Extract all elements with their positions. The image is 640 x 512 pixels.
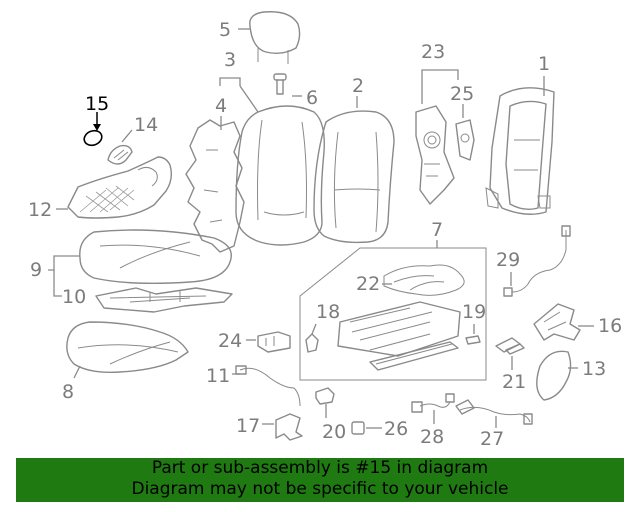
part-11-wire bbox=[235, 365, 301, 407]
part-25-bracket bbox=[455, 119, 475, 161]
label-14: 14 bbox=[134, 114, 158, 136]
label-26: 26 bbox=[384, 418, 408, 440]
label-16: 16 bbox=[598, 315, 622, 337]
label-3: 3 bbox=[224, 49, 236, 71]
part-22-harness bbox=[383, 264, 465, 296]
part-23-side-frame bbox=[415, 105, 455, 205]
part-18-bracket bbox=[305, 323, 319, 353]
part-3-back-cover bbox=[235, 105, 325, 246]
part-28-wire bbox=[411, 393, 455, 424]
info-banner: Part or sub-assembly is #15 in diagram D… bbox=[16, 458, 624, 502]
banner-line-1: Part or sub-assembly is #15 in diagram bbox=[151, 458, 489, 478]
label-15: 15 bbox=[85, 93, 109, 115]
part-20-nut bbox=[315, 387, 335, 418]
part-14-clip bbox=[107, 129, 133, 165]
part-15-ring bbox=[83, 112, 103, 147]
label-27: 27 bbox=[480, 428, 504, 450]
label-24: 24 bbox=[218, 330, 242, 352]
label-8: 8 bbox=[62, 381, 74, 403]
part-5-headrest bbox=[238, 11, 301, 64]
part-12-side-shield bbox=[56, 156, 173, 219]
part-24-connector bbox=[257, 331, 291, 353]
banner-line-2: Diagram may not be specific to your vehi… bbox=[131, 479, 509, 499]
label-17: 17 bbox=[236, 415, 260, 437]
part-27-harness bbox=[455, 399, 533, 428]
label-25: 25 bbox=[450, 83, 474, 105]
label-2: 2 bbox=[352, 75, 364, 97]
label-13: 13 bbox=[582, 358, 606, 380]
label-23: 23 bbox=[421, 41, 445, 63]
part-16-bracket bbox=[533, 303, 594, 341]
label-12: 12 bbox=[28, 199, 52, 221]
part-2-back-foam bbox=[313, 110, 395, 244]
part-9-cushion-pad bbox=[79, 229, 232, 285]
label-7: 7 bbox=[431, 219, 443, 241]
label-10: 10 bbox=[62, 286, 86, 308]
label-20: 20 bbox=[322, 421, 346, 443]
label-11: 11 bbox=[206, 365, 230, 387]
label-4: 4 bbox=[215, 95, 227, 117]
part-29-cable bbox=[503, 225, 571, 297]
label-22: 22 bbox=[356, 273, 380, 295]
part-1-back-frame bbox=[485, 87, 555, 215]
label-29: 29 bbox=[496, 249, 520, 271]
label-18: 18 bbox=[316, 301, 340, 323]
part-17-bracket bbox=[275, 413, 303, 441]
label-6: 6 bbox=[306, 87, 318, 109]
part-21-clip bbox=[495, 337, 525, 370]
label-1: 1 bbox=[538, 53, 550, 75]
label-21: 21 bbox=[502, 371, 526, 393]
part-26-clip bbox=[351, 421, 382, 435]
part-8-cushion-cover bbox=[66, 321, 189, 379]
part-13-cover bbox=[536, 350, 578, 401]
label-19: 19 bbox=[462, 301, 486, 323]
part-19-cover bbox=[465, 324, 481, 345]
part-4-back-pad bbox=[185, 119, 245, 253]
part-6-guide bbox=[273, 73, 302, 97]
label-9: 9 bbox=[30, 259, 42, 281]
part-10-mat bbox=[95, 287, 233, 313]
label-5: 5 bbox=[219, 19, 231, 41]
part-7-frame-box bbox=[299, 247, 487, 381]
part-7-seat-track bbox=[337, 301, 461, 371]
label-28: 28 bbox=[420, 426, 444, 448]
